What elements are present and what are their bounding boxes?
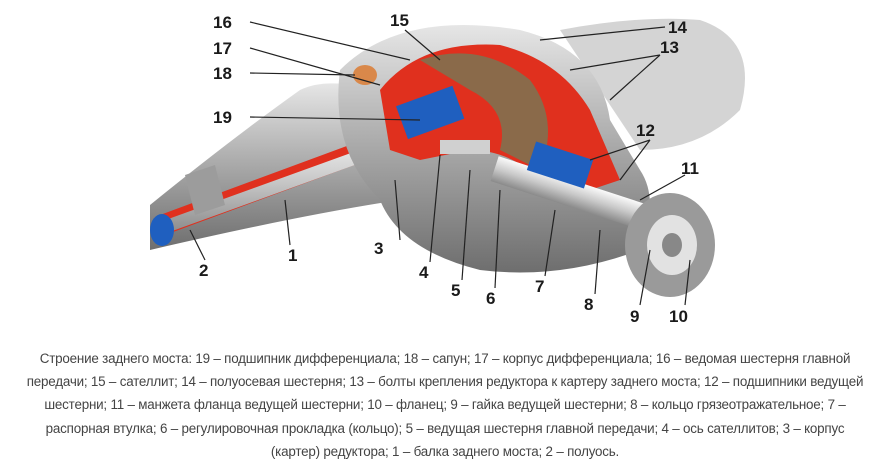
label-12: 12: [636, 121, 655, 140]
pinion-bearing: [526, 141, 594, 189]
label-17: 17: [213, 39, 232, 58]
label-2: 2: [199, 261, 208, 280]
ring-gear: [420, 53, 548, 171]
leader-lines: [189, 21, 691, 306]
figure-caption: Строение заднего моста: 19 – подшипник д…: [26, 351, 864, 459]
label-13: 13: [660, 38, 679, 57]
differential-bearing: [395, 85, 465, 140]
satellite-axis: [440, 140, 490, 154]
label-3: 3: [374, 239, 383, 258]
label-19: 19: [213, 108, 232, 127]
label-9: 9: [630, 307, 639, 326]
rear-axle-diagram: 16 15 14 13 17 18 19 12 11 3 2 1 4 5 6 7…: [150, 11, 745, 326]
beam-flange: [185, 165, 225, 215]
breather: [353, 65, 377, 85]
label-7: 7: [535, 277, 544, 296]
label-15: 15: [390, 11, 409, 30]
rear-cover: [560, 18, 745, 150]
label-4: 4: [419, 263, 429, 282]
label-5: 5: [451, 281, 460, 300]
shaft-end: [150, 214, 174, 246]
label-18: 18: [213, 64, 232, 83]
label-11: 11: [681, 159, 699, 178]
label-16: 16: [213, 13, 232, 32]
label-8: 8: [584, 295, 593, 314]
label-14: 14: [668, 18, 687, 37]
label-10: 10: [669, 307, 688, 326]
label-1: 1: [288, 246, 297, 265]
label-6: 6: [486, 289, 495, 308]
flange-nut: [662, 233, 682, 257]
